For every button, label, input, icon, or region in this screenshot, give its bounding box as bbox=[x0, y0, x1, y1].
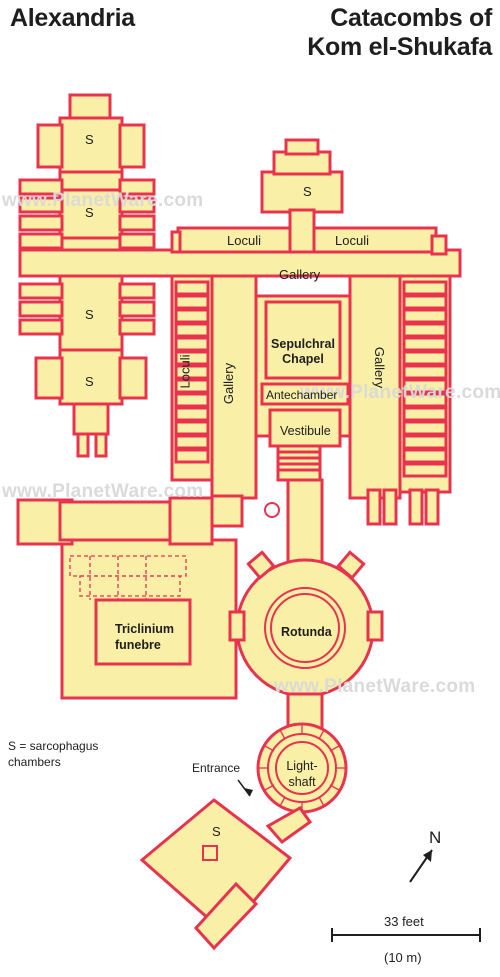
label-gallery-right: Gallery bbox=[372, 346, 388, 389]
legend-line1: S = sarcophagus bbox=[8, 739, 99, 753]
site-title-line1: Catacombs of bbox=[330, 4, 492, 32]
central-corridor bbox=[286, 478, 324, 572]
label-sepulchral-chapel: Sepulchral Chapel bbox=[266, 337, 340, 367]
site-title-line2: Kom el-Shukafa bbox=[307, 33, 492, 61]
sepulchral-chapel bbox=[264, 300, 342, 380]
label-s-3: S bbox=[85, 307, 94, 322]
legend: S = sarcophagus chambers bbox=[8, 738, 98, 770]
label-loculi-column: Loculi bbox=[177, 354, 193, 389]
label-vestibule: Vestibule bbox=[280, 424, 331, 438]
top-corridor bbox=[288, 208, 316, 254]
label-triclinium-line1: Triclinium bbox=[115, 622, 175, 636]
label-s-5: S bbox=[303, 184, 312, 199]
label-lightshaft: Light- shaft bbox=[278, 758, 326, 790]
label-s-4: S bbox=[85, 374, 94, 389]
watermark-1: www.PlanetWare.com bbox=[2, 190, 204, 211]
chamber-s1-left-arm bbox=[36, 123, 64, 169]
label-gallery-top: Gallery bbox=[279, 267, 321, 282]
right-gallery bbox=[348, 274, 402, 500]
label-triclinium-line2: funebre bbox=[115, 638, 161, 652]
label-s-6: S bbox=[212, 824, 221, 839]
label-s-2: S bbox=[85, 205, 94, 220]
chamber-s1-right-arm bbox=[118, 123, 146, 169]
label-sepulchral-line2: Chapel bbox=[282, 352, 324, 366]
site-title: Catacombs of Kom el-Shukafa bbox=[307, 4, 492, 62]
watermark-4: www.PlanetWare.com bbox=[274, 676, 476, 697]
upper-gallery bbox=[18, 248, 462, 278]
label-antechamber: Antechamber bbox=[266, 388, 338, 402]
triclinium-hall bbox=[94, 598, 192, 666]
label-lightshaft-line1: Light- bbox=[286, 759, 318, 773]
compass-north-letter: N bbox=[429, 828, 442, 847]
antechamber bbox=[260, 382, 350, 406]
north-arrow-icon bbox=[409, 849, 433, 883]
label-loculi-right: Loculi bbox=[335, 233, 369, 248]
chamber-s1 bbox=[68, 93, 112, 122]
city-title: Alexandria bbox=[10, 4, 135, 32]
loculi-right-block bbox=[312, 226, 438, 254]
label-s-1: S bbox=[85, 132, 94, 147]
label-loculi-left: Loculi bbox=[227, 233, 261, 248]
chamber-s4-body bbox=[58, 348, 124, 406]
chamber-s2-body bbox=[58, 188, 124, 240]
label-sepulchral-line1: Sepulchral bbox=[271, 337, 335, 351]
label-entrance: Entrance bbox=[192, 761, 241, 775]
watermark-2: www.PlanetWare.com bbox=[300, 382, 500, 403]
label-rotunda: Rotunda bbox=[281, 625, 332, 639]
label-triclinium: Triclinium funebre bbox=[115, 621, 174, 653]
scale-bar bbox=[331, 928, 481, 942]
watermark-3: www.PlanetWare.com bbox=[2, 481, 204, 502]
scale-meters-label: (10 m) bbox=[384, 950, 422, 965]
legend-line2: chambers bbox=[8, 755, 61, 769]
label-gallery-left: Gallery bbox=[221, 362, 237, 405]
scale-feet-label: 33 feet bbox=[384, 914, 424, 929]
label-lightshaft-line2: shaft bbox=[288, 775, 316, 789]
top-chamber-s bbox=[260, 170, 344, 214]
